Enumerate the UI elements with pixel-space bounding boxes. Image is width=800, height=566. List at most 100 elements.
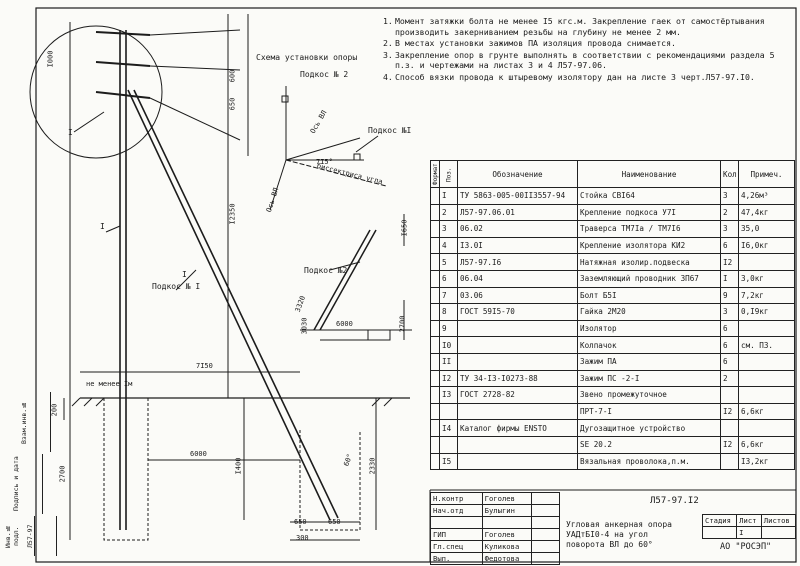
- cell-format: [430, 369, 440, 388]
- cell-format: [430, 269, 440, 288]
- col-name: Наименование: [577, 160, 721, 188]
- cell-qty: I2: [720, 402, 739, 421]
- cell-designation: ГОСТ 59I5-70: [457, 303, 578, 321]
- organization: АО "РОСЭП": [720, 542, 772, 552]
- cell-format: [430, 336, 440, 354]
- cell-note: [738, 319, 795, 338]
- cell-pos: 3: [439, 220, 458, 238]
- cell-name: Звено промежуточное: [577, 386, 721, 404]
- cell-name: Зажим ПА: [577, 352, 721, 371]
- col-note: Примеч.: [738, 160, 795, 188]
- cell-designation: [457, 452, 578, 471]
- cell-format: [430, 352, 440, 371]
- cell-name: Стойка СВI64: [577, 187, 721, 205]
- brace-2-label: Подкос № 2: [300, 70, 349, 79]
- note-item: 1.Момент затяжки болта не менее I5 кгс.м…: [383, 16, 765, 37]
- sheets-label: Листов: [760, 514, 797, 527]
- cell-pos: 2: [439, 203, 458, 222]
- angle-label: 7I5°: [316, 158, 333, 166]
- stamp-name: Булыгин: [481, 504, 533, 517]
- cell-note: 7,2кг: [738, 286, 795, 305]
- stamp-role: Н.контр: [430, 492, 483, 505]
- cell-note: [738, 352, 795, 371]
- cell-note: [738, 369, 795, 388]
- cell-name: Изолятор: [577, 319, 721, 338]
- brace-1-main-label: Подкос № I: [152, 282, 201, 291]
- stamp-row: [430, 516, 560, 529]
- cell-name: Гайка 2М20: [577, 303, 721, 321]
- cell-pos: II: [439, 352, 458, 371]
- cell-format: [430, 402, 440, 421]
- scheme-title: Схема установки опоры: [256, 53, 358, 62]
- cell-designation: [457, 319, 578, 338]
- cell-qty: 2: [720, 369, 739, 388]
- cell-qty: 3: [720, 187, 739, 205]
- cell-pos: 6: [439, 269, 458, 288]
- cell-designation: ТУ 5863-005-00II3557-94: [457, 187, 578, 205]
- cell-format: [430, 319, 440, 338]
- cell-note: 47,4кг: [738, 203, 795, 222]
- notes-block: 1.Момент затяжки болта не менее I5 кгс.м…: [383, 16, 795, 83]
- cell-qty: 6: [720, 336, 739, 354]
- cell-pos: 8: [439, 303, 458, 321]
- doc-number: Л57-97.I2: [650, 496, 699, 506]
- cell-note: I3,2кг: [738, 452, 795, 471]
- cell-qty: 3: [720, 303, 739, 321]
- stamp-signature: [531, 552, 560, 565]
- note-item: 4.Способ вязки провода к штыревому изоля…: [383, 71, 755, 82]
- dim-1000: I000: [46, 50, 55, 68]
- cell-pos: 7: [439, 286, 458, 305]
- cell-qty: [720, 386, 739, 404]
- dim-200: 200: [50, 403, 59, 417]
- stamp-role: Нач.отд: [430, 504, 483, 517]
- cell-pos: 4: [439, 236, 458, 255]
- cell-note: 4,26м³: [738, 187, 795, 205]
- cell-name: ПРТ-7-I: [577, 402, 721, 421]
- cell-format: [430, 203, 440, 222]
- strip-doc-code: Л57-97: [26, 516, 57, 556]
- cell-note: [738, 386, 795, 404]
- cell-format: [430, 435, 440, 454]
- stamp-name: Гоголев: [481, 492, 533, 505]
- cell-designation: [457, 352, 578, 371]
- dim-300: 300: [296, 534, 309, 542]
- dim-2330: 2330: [368, 457, 377, 475]
- stamp-role: Гл.спец: [430, 540, 483, 553]
- cell-designation: I3.0I: [457, 236, 578, 255]
- cell-designation: [457, 435, 578, 454]
- cell-name: Болт Б5I: [577, 286, 721, 305]
- side-strip: Инв.№ подл. Подпись и дата Взам.инв.№ Л5…: [4, 386, 57, 556]
- cell-qty: 6: [720, 319, 739, 338]
- stamp-sheet-info: Стадия Лист Листов I: [701, 514, 797, 539]
- cell-designation: 06.04: [457, 269, 578, 288]
- stamp-signature: [531, 492, 560, 505]
- cell-name: Натяжная изолир.подвеска: [577, 253, 721, 271]
- cell-note: см. ПЗ.: [738, 336, 795, 354]
- dim-650-b: 650: [294, 518, 307, 526]
- cell-format: [430, 303, 440, 321]
- cell-pos: I5: [439, 452, 458, 471]
- cell-designation: [457, 336, 578, 354]
- cell-designation: ГОСТ 2728-82: [457, 386, 578, 404]
- dim-12350: I2350: [228, 203, 237, 225]
- stamp-signature: [531, 516, 560, 529]
- stamp-signature: [531, 504, 560, 517]
- cell-pos: [439, 435, 458, 454]
- dim-6000: 6000: [190, 450, 207, 458]
- cell-note: [738, 253, 795, 271]
- drawing-title: Угловая анкерная опора УАДтБI0-4 на угол…: [566, 520, 672, 549]
- dim-650-c: 650: [328, 518, 341, 526]
